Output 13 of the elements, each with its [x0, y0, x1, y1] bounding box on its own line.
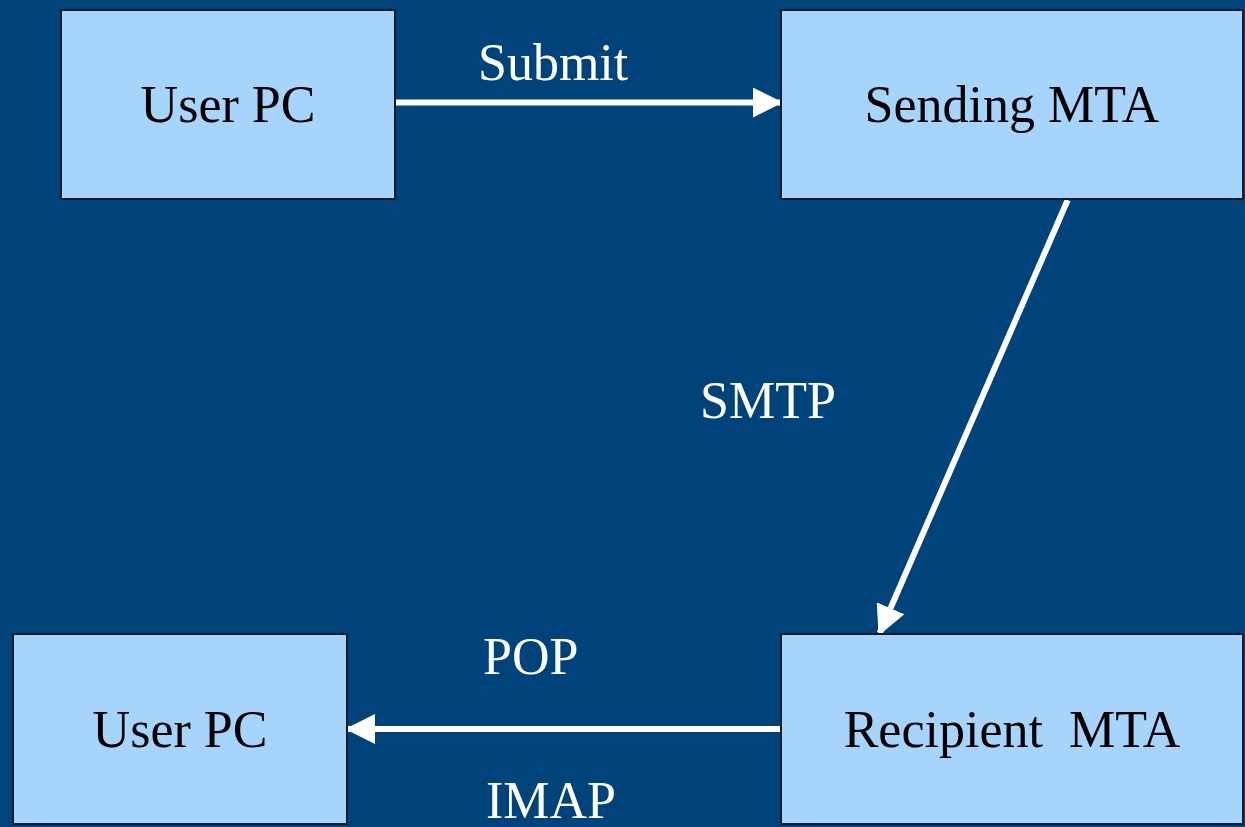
process-box	[12, 633, 348, 825]
box-label: Recipient MTA	[843, 699, 1181, 760]
edge-label: Submit	[478, 33, 629, 93]
arrow	[876, 198, 1071, 636]
edge-label: SMTP	[700, 371, 836, 431]
process-box	[780, 633, 1244, 825]
box-label: Sending MTA	[864, 75, 1160, 135]
process-box	[780, 9, 1244, 200]
protocol-label: IMAP	[486, 771, 617, 827]
box-label: User PC	[140, 75, 316, 135]
edge-label: POP	[483, 627, 579, 687]
process-box	[60, 9, 396, 200]
box-label: User PC	[92, 699, 268, 760]
